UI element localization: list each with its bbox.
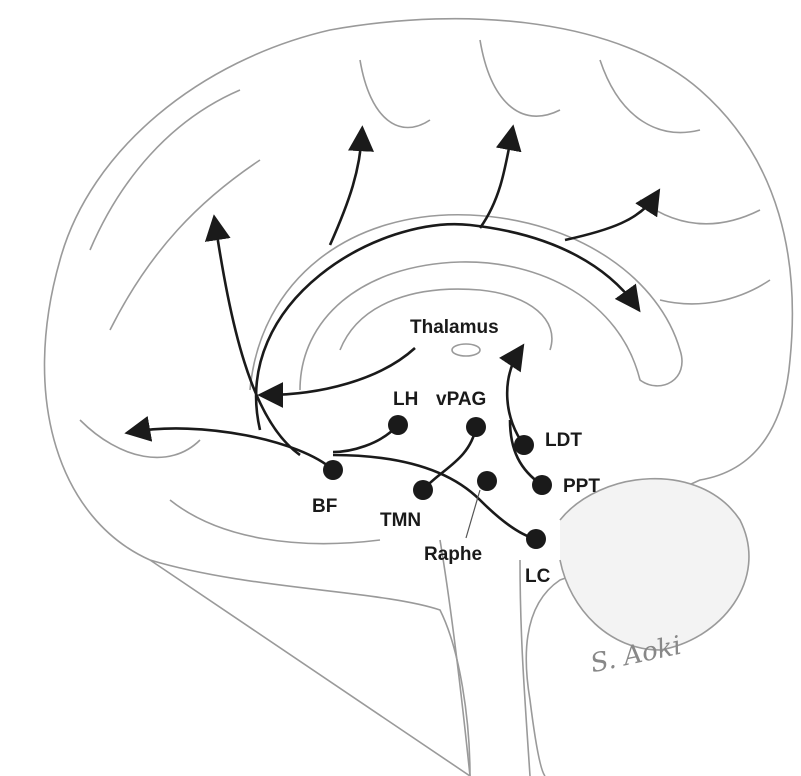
label-lc: LC bbox=[525, 566, 551, 587]
ldt-dot bbox=[514, 435, 534, 455]
brain-outline bbox=[43, 17, 794, 776]
label-vpag: vPAG bbox=[436, 389, 487, 410]
bf-dot bbox=[323, 460, 343, 480]
label-ppt: PPT bbox=[563, 476, 600, 497]
lc-dot bbox=[526, 529, 546, 549]
lh-dot bbox=[388, 415, 408, 435]
label-lh: LH bbox=[393, 389, 419, 410]
raphe-dot bbox=[477, 471, 497, 491]
tmn-dot bbox=[413, 480, 433, 500]
label-bf: BF bbox=[312, 496, 338, 517]
pathway-arrows bbox=[124, 124, 661, 541]
raphe-leader-line bbox=[465, 489, 481, 539]
ppt-dot bbox=[532, 475, 552, 495]
vpag-dot bbox=[466, 417, 486, 437]
label-thalamus: Thalamus bbox=[410, 317, 499, 338]
nucleus-dots bbox=[323, 415, 552, 549]
label-raphe: Raphe bbox=[424, 544, 483, 565]
label-tmn: TMN bbox=[380, 510, 422, 531]
label-ldt: LDT bbox=[545, 430, 582, 451]
